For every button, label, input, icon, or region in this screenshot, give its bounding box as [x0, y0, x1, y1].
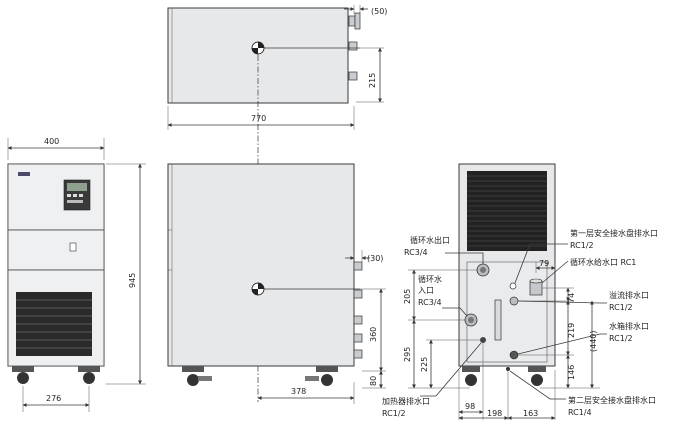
front-view: 400 — [7, 137, 146, 412]
front-caster-left-base — [12, 366, 34, 372]
dim-side-378: 378 — [291, 387, 306, 396]
label-overflow-spec: RC1/2 — [609, 303, 633, 312]
label-inlet-name-2: 入口 — [418, 286, 434, 295]
dim-front-width: 400 — [44, 137, 59, 146]
top-fitting-1-cap — [354, 12, 361, 30]
tank-port — [509, 350, 519, 360]
rear-view: 205 295 225 98 198 163 79 74 219 146 (44… — [382, 163, 658, 420]
side-fitting-5 — [353, 349, 363, 359]
dim-front-foot: 276 — [46, 394, 61, 403]
side-center-mark — [251, 282, 265, 296]
top-fitting-3 — [348, 71, 358, 81]
front-caster-left — [17, 372, 29, 384]
dim-rear-98: 98 — [465, 402, 475, 411]
label-inlet-name-1: 循环水 — [418, 274, 442, 284]
label-tank-spec: RC1/2 — [609, 334, 633, 343]
dim-rear-295: 295 — [403, 347, 412, 362]
top-view: (50) 215 770 — [167, 5, 387, 130]
label-outlet-spec: RC3/4 — [404, 248, 428, 257]
dim-top-depth: 215 — [368, 73, 377, 88]
dim-rear-219: 219 — [567, 323, 576, 338]
label-outlet-name: 循环水出口 — [410, 235, 450, 245]
leader-pan2 — [509, 370, 566, 400]
dim-side-360: 360 — [369, 327, 378, 342]
dim-rear-198: 198 — [487, 409, 502, 418]
side-fitting-4 — [353, 333, 363, 343]
top-center-mark — [251, 41, 265, 55]
brand-logo — [18, 172, 30, 176]
rear-caster-left — [465, 374, 477, 386]
dim-rear-74: 74 — [567, 293, 576, 303]
leader-inlet — [442, 307, 468, 317]
side-fitting-2 — [353, 289, 363, 299]
side-body — [167, 163, 355, 367]
leader-tank — [517, 333, 607, 355]
label-tank-name: 水箱排水口 — [609, 321, 649, 331]
label-inlet-spec: RC3/4 — [418, 298, 442, 307]
heater-port — [480, 337, 486, 343]
leader-heater — [420, 342, 482, 397]
side-fitting-1 — [353, 261, 363, 271]
side-fitting-3 — [353, 315, 363, 325]
dim-rear-79: 79 — [539, 259, 549, 268]
label-pan2-spec: RC1/4 — [568, 408, 592, 417]
label-heater-name: 加热器排水口 — [382, 396, 430, 406]
dim-front-height: 945 — [128, 273, 137, 288]
dim-rear-205: 205 — [403, 289, 412, 304]
dim-side-offset: (30) — [367, 254, 383, 263]
dim-side-80: 80 — [369, 376, 378, 386]
label-pan2-name: 第二层安全接水盘排水口 — [568, 395, 656, 405]
rear-lower-panel — [466, 261, 548, 363]
overflow-port — [509, 296, 519, 306]
leader-outlet — [445, 252, 484, 264]
dim-rear-146: 146 — [567, 365, 576, 380]
label-pan1-name: 第一层安全接水盘排水口 — [570, 228, 658, 238]
dim-rear-440: (440) — [589, 330, 598, 352]
label-heater-spec: RC1/2 — [382, 409, 406, 418]
controller-display — [67, 183, 87, 191]
dim-top-offset: (50) — [371, 7, 387, 16]
label-supply: 循环水给水口 RC1 — [570, 257, 636, 267]
side-caster-left — [187, 374, 199, 386]
label-overflow-name: 溢流排水口 — [609, 290, 649, 300]
leader-supply — [541, 260, 569, 284]
level-gauge — [494, 299, 502, 341]
front-label-plate — [69, 242, 77, 252]
dim-top-width: 770 — [251, 114, 266, 123]
rear-caster-right — [531, 374, 543, 386]
label-pan1-spec: RC1/2 — [570, 241, 594, 250]
leader-overflow — [517, 300, 607, 304]
side-view: (30) 360 80 378 — [167, 163, 386, 404]
front-grille — [16, 292, 92, 356]
side-caster-right — [321, 374, 333, 386]
leader-pan1 — [514, 243, 568, 284]
dim-rear-163: 163 — [523, 409, 538, 418]
front-caster-right — [83, 372, 95, 384]
front-caster-right-base — [78, 366, 100, 372]
dim-rear-225: 225 — [420, 357, 429, 372]
pan1-port — [509, 282, 517, 290]
top-fitting-1 — [348, 15, 356, 27]
top-fitting-2 — [348, 41, 358, 51]
front-middle-panel — [7, 229, 105, 271]
pan2-port — [506, 367, 510, 371]
